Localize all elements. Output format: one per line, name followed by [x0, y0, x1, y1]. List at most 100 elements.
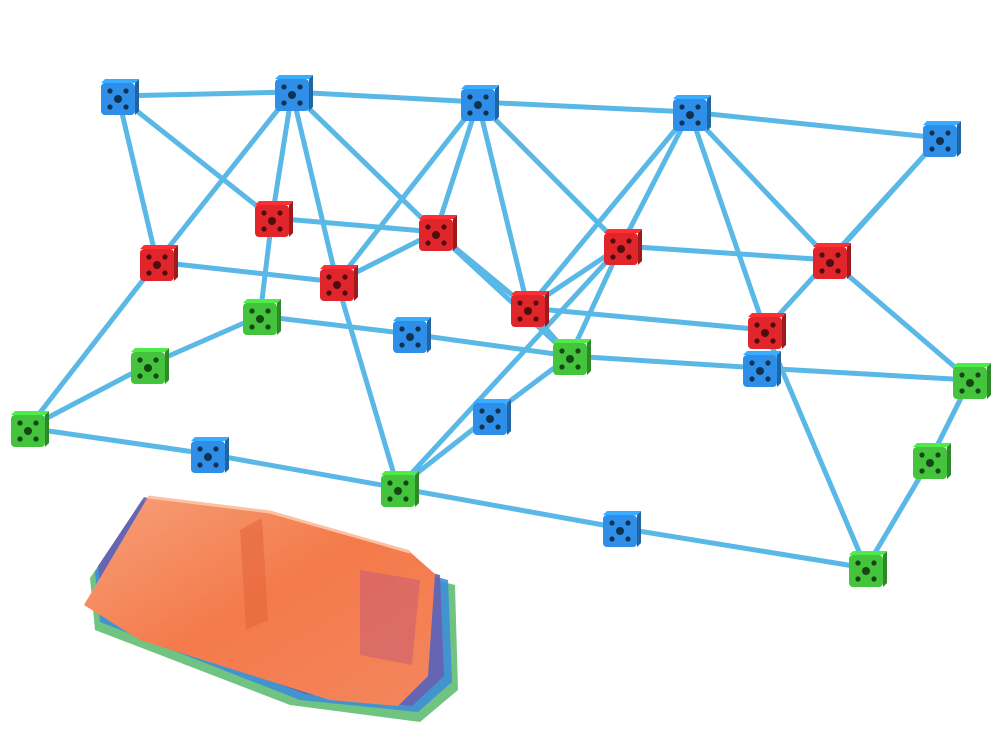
- connector-hole: [625, 536, 631, 542]
- connector-hole: [342, 274, 348, 280]
- connector-hole: [533, 300, 539, 306]
- connector-hole: [919, 468, 925, 474]
- connector-green-G8: [849, 551, 887, 587]
- connector-hole: [33, 420, 39, 426]
- connector-hole: [474, 101, 482, 109]
- connector-hole: [17, 436, 23, 442]
- connector-hole: [533, 316, 539, 322]
- connector-hole: [204, 453, 212, 461]
- rod-G1-b8: [25, 425, 211, 457]
- connector-hole: [483, 94, 489, 100]
- rod-B1-B2: [115, 89, 295, 99]
- connector-hole: [966, 379, 974, 387]
- connector-hole: [114, 95, 122, 103]
- connector-hole: [399, 326, 405, 332]
- connector-hole: [959, 372, 965, 378]
- connector-hole: [616, 527, 624, 535]
- connector-hole: [765, 376, 771, 382]
- rod-b9-G8: [617, 525, 869, 571]
- connector-hole: [162, 270, 168, 276]
- connector-hole: [756, 367, 764, 375]
- connector-hole: [261, 226, 267, 232]
- connector-hole: [342, 290, 348, 296]
- rod-b10-G6: [757, 365, 973, 383]
- connector-hole: [326, 274, 332, 280]
- connector-hole: [137, 373, 143, 379]
- connector-hole: [153, 261, 161, 269]
- connector-green-G2: [131, 348, 169, 384]
- connector-hole: [333, 281, 341, 289]
- rod-R5-R8: [525, 305, 768, 333]
- connector-hole: [749, 360, 755, 366]
- connector-hole: [517, 316, 523, 322]
- connector-red-R6: [604, 229, 642, 265]
- rod-B2-R2: [269, 89, 295, 221]
- rod-B3-R4: [433, 99, 481, 235]
- connector-blue-b10: [743, 351, 781, 387]
- rod-B4-R8: [687, 109, 768, 333]
- connector-hole: [297, 84, 303, 90]
- rod-B2-R4: [289, 89, 439, 235]
- connector-hole: [524, 307, 532, 315]
- connector-hole: [394, 487, 402, 495]
- connector-green-G6: [953, 363, 991, 399]
- connector-hole: [754, 322, 760, 328]
- connector-hole: [959, 388, 965, 394]
- connector-hole: [935, 452, 941, 458]
- connector-hole: [425, 224, 431, 230]
- connector-red-R4: [419, 215, 457, 251]
- connector-hole: [425, 240, 431, 246]
- connector-hole: [403, 480, 409, 486]
- connector-hole: [754, 338, 760, 344]
- connector-hole: [770, 322, 776, 328]
- connector-hole: [695, 104, 701, 110]
- connector-hole: [265, 324, 271, 330]
- rod-G5-b9: [395, 485, 623, 531]
- rod-B1-R1: [115, 93, 160, 265]
- connector-hole: [326, 290, 332, 296]
- connector-hole: [441, 240, 447, 246]
- connector-hole: [929, 130, 935, 136]
- rod-B3-B4: [475, 99, 693, 115]
- connector-hole: [926, 459, 934, 467]
- connector-hole: [871, 560, 877, 566]
- connector-hole: [406, 333, 414, 341]
- connector-hole: [679, 104, 685, 110]
- rod-G4-b10: [567, 353, 763, 371]
- connector-green-G7: [913, 443, 951, 479]
- connector-hole: [24, 427, 32, 435]
- connector-blue-b9: [603, 511, 641, 547]
- connector-hole: [625, 520, 631, 526]
- connector-hole: [281, 84, 287, 90]
- rod-B3-R5: [475, 99, 531, 311]
- connector-hole: [610, 238, 616, 244]
- connector-hole: [975, 388, 981, 394]
- rod-B1-R2: [115, 93, 275, 221]
- rod-R4-G4: [433, 229, 573, 359]
- connector-hole: [415, 342, 421, 348]
- connector-hole: [819, 252, 825, 258]
- connector-hole: [123, 88, 129, 94]
- connector-hole: [288, 91, 296, 99]
- connector-hole: [33, 436, 39, 442]
- connector-hole: [277, 226, 283, 232]
- connector-hole: [483, 110, 489, 116]
- connector-hole: [695, 120, 701, 126]
- connector-hole: [559, 348, 565, 354]
- connector-hole: [749, 376, 755, 382]
- connector-hole: [495, 408, 501, 414]
- connector-set: [11, 75, 991, 587]
- rod-R1-G1: [25, 259, 160, 431]
- connector-hole: [975, 372, 981, 378]
- rod-B4-R6: [618, 109, 693, 249]
- connector-blue-B3: [461, 85, 499, 121]
- connector-hole: [761, 329, 769, 337]
- connector-hole: [213, 462, 219, 468]
- connector-hole: [862, 567, 870, 575]
- connector-hole: [467, 110, 473, 116]
- connector-hole: [770, 338, 776, 344]
- rod-B2-B3: [289, 89, 481, 105]
- rod-R2-R4: [269, 215, 439, 235]
- connector-hole: [162, 254, 168, 260]
